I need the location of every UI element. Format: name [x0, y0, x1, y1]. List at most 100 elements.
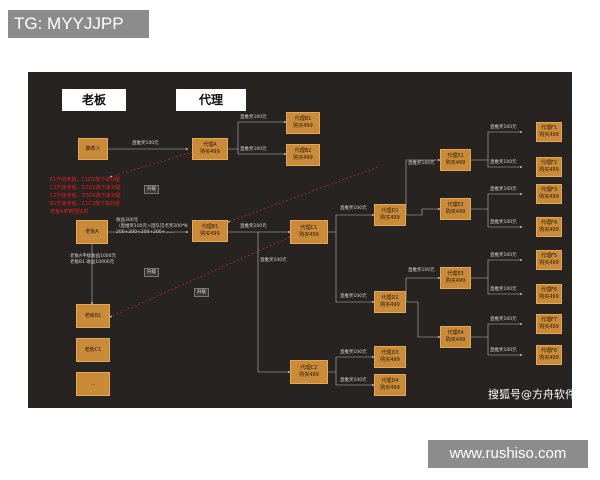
box-title: 代理F8: [540, 348, 558, 354]
box-agent-f7: 代理F7 购买499: [536, 314, 562, 334]
box-title: 代理E2: [447, 202, 464, 208]
box-title: 代理D3: [381, 350, 399, 356]
edge-label: 直推奖100元: [340, 378, 367, 383]
box-title: 代理A: [203, 142, 217, 148]
box-agent-f6: 代理F6 购买499: [536, 284, 562, 304]
box-agent-d4: 代理D4 购买499: [374, 374, 406, 396]
box-title: 老板C1: [84, 346, 102, 353]
edge-label: 直推奖100元: [340, 206, 367, 211]
diagram-panel: 老板 代理 推荐人 老板A 老板B1 老板C1 ... 代理A 购买499 代理…: [28, 72, 572, 408]
sohu-watermark: 搜狐号@方舟软件: [488, 388, 576, 401]
edge-label: 直推奖100元: [490, 317, 517, 322]
box-title: 推荐人: [85, 145, 101, 152]
edge-label: 直推奖100元: [490, 187, 517, 192]
boss-a-income: 收益300元 （直推奖100元+团队见点奖200*N 200+200+200+2…: [116, 218, 188, 236]
box-boss-more: ...: [76, 372, 110, 396]
box-sub: 购买499: [293, 155, 313, 161]
box-title: 老板B1: [84, 312, 102, 319]
header-agent: 代理: [176, 89, 246, 111]
edge-label: 直推奖100元: [490, 253, 517, 258]
connector-lines: [90, 120, 523, 387]
box-agent-e4: 代理E4 购买499: [440, 326, 471, 348]
box-agent-a: 代理A 购买499: [192, 138, 228, 160]
box-agent-f3: 代理F3 购买499: [536, 184, 562, 204]
box-sub: 购买499: [299, 372, 319, 378]
box-title: 代理E3: [447, 271, 464, 277]
edge-label: 直推奖100元: [490, 220, 517, 225]
edge-label: 直推奖100元: [240, 147, 267, 152]
edge-label: 直推奖100元: [132, 141, 159, 146]
box-agent-c1: 代理C1 购买499: [290, 220, 328, 244]
watermark-bottom: www.rushiso.com: [428, 440, 588, 468]
header-boss: 老板: [62, 89, 126, 111]
box-agent-b1: 代理B1 购买499: [286, 112, 320, 134]
box-title: 代理B1: [294, 116, 312, 122]
box-sub: 购买499: [539, 260, 559, 266]
box-title: 代理F5: [540, 253, 558, 259]
box-agent-f5: 代理F5 购买499: [536, 250, 562, 270]
red-note: B1升级老板，C1C2做下级对碰: [50, 201, 120, 207]
edge-label: 直推奖100元: [340, 350, 367, 355]
box-agent-e2: 代理E2 购买499: [440, 198, 471, 220]
watermark-top: TG: MYYJJPP: [8, 10, 149, 38]
box-agent-d3: 代理D3 购买499: [374, 346, 406, 368]
income-line: 收益300元: [116, 218, 139, 223]
box-sub: 购买499: [200, 149, 220, 155]
box-sub: 购买499: [539, 294, 559, 300]
red-note: C1升级老板，D1D2做下级对碰: [50, 185, 121, 191]
upgrade-tag: 升级: [194, 288, 209, 297]
edge-label: 直推奖100元: [490, 348, 517, 353]
box-boss-a: 老板A: [76, 220, 108, 244]
box-recommender-a: 推荐人: [78, 138, 108, 160]
edge-label: 直推奖100元: [408, 268, 435, 273]
box-boss-b1: 老板B1: [76, 304, 110, 328]
box-title: 代理D2: [381, 295, 399, 301]
box-sub: 购买499: [380, 302, 400, 308]
box-agent-f4: 代理F4 购买499: [536, 217, 562, 237]
box-sub: 购买499: [539, 227, 559, 233]
red-note: 老板A拿到团队奖: [50, 209, 89, 215]
box-agent-f1: 代理F1 购买499: [536, 122, 562, 142]
box-sub: 购买499: [445, 337, 466, 343]
box-title: 代理D1: [381, 208, 399, 214]
box-title: 代理C2: [300, 365, 318, 371]
box-agent-b2: 代理B2 购买499: [286, 144, 320, 166]
income-line: （直推奖100元+团队见点奖200*N: [116, 224, 188, 229]
red-note: E1升级老板，C1D1做下级对碰: [50, 177, 121, 183]
edge-label: 直推奖100元: [408, 161, 435, 166]
box-agent-d2: 代理D2 购买499: [374, 291, 406, 313]
edge-label: 直推奖100元: [490, 287, 517, 292]
box-title: 代理C1: [300, 225, 318, 231]
box-title: 代理B1: [201, 224, 219, 230]
box-sub: 购买499: [200, 231, 220, 237]
box-sub: 购买499: [445, 209, 466, 215]
box-title: 代理F1: [540, 125, 558, 131]
box-sub: 购买499: [539, 355, 559, 361]
edge-label: 直推奖100元: [490, 125, 517, 130]
summary-line: 老板A平级收益1000元: [70, 254, 117, 259]
summary-line: 老板B1 收益10000元: [70, 260, 115, 265]
box-sub: 购买499: [539, 132, 559, 138]
box-sub: 购买499: [445, 278, 466, 284]
box-agent-e3: 代理E3 购买499: [440, 267, 471, 289]
box-agent-d1: 代理D1 购买499: [374, 204, 406, 226]
box-title: 代理E4: [447, 330, 464, 336]
box-title: 代理E1: [447, 153, 464, 159]
red-notes: E1升级老板，C1D1做下级对碰 C1升级老板，D1D2做下级对碰 C2升级老板…: [50, 176, 121, 216]
box-agent-b1-mid: 代理B1 购买499: [192, 220, 228, 242]
box-sub: 购买499: [380, 215, 400, 221]
box-title: 代理D4: [381, 378, 399, 384]
box-title: 代理F2: [540, 160, 558, 166]
edge-label: 直推奖100元: [340, 294, 367, 299]
box-sub: 购买499: [445, 160, 466, 166]
edge-label: 直推奖100元: [260, 258, 287, 263]
box-sub: 购买499: [380, 385, 400, 391]
box-agent-e1: 代理E1 购买499: [440, 149, 471, 171]
box-boss-c1: 老板C1: [76, 338, 110, 362]
box-agent-c2: 代理C2 购买499: [290, 360, 328, 384]
red-note: C2升级老板，D3D4做下级对碰: [50, 193, 121, 199]
box-sub: 购买499: [293, 123, 313, 129]
box-title: 代理F3: [540, 187, 558, 193]
box-sub: 购买499: [539, 194, 559, 200]
box-title: 代理F7: [540, 317, 558, 323]
